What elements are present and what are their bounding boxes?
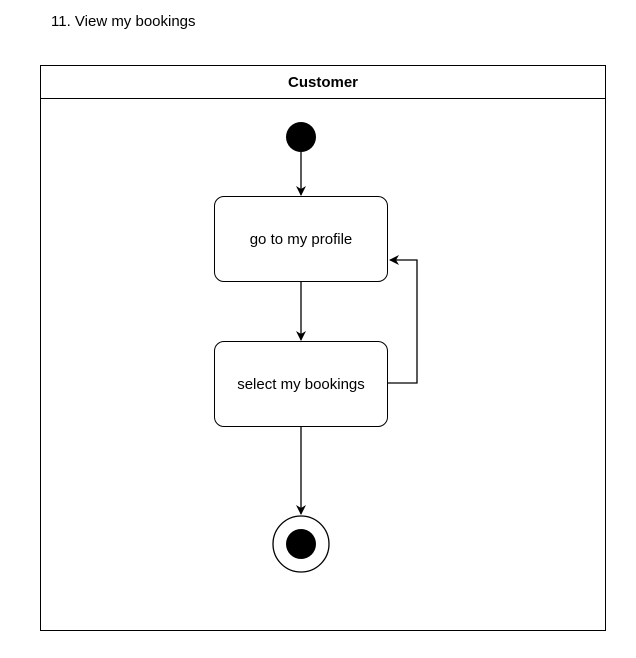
action-go-to-my-profile: go to my profile (214, 196, 388, 282)
action-label: go to my profile (249, 230, 353, 248)
action-label: select my bookings (237, 375, 365, 393)
swimlane-header: Customer (41, 66, 605, 99)
final-node (272, 515, 330, 573)
swimlane-label: Customer (287, 73, 358, 91)
swimlane-customer: Customer (40, 65, 606, 631)
action-select-my-bookings: select my bookings (214, 341, 388, 427)
diagram-caption: 11. View my bookings (51, 13, 196, 30)
initial-node (286, 122, 316, 152)
flow-arrow-bookings-loop-to-profile (388, 255, 418, 384)
